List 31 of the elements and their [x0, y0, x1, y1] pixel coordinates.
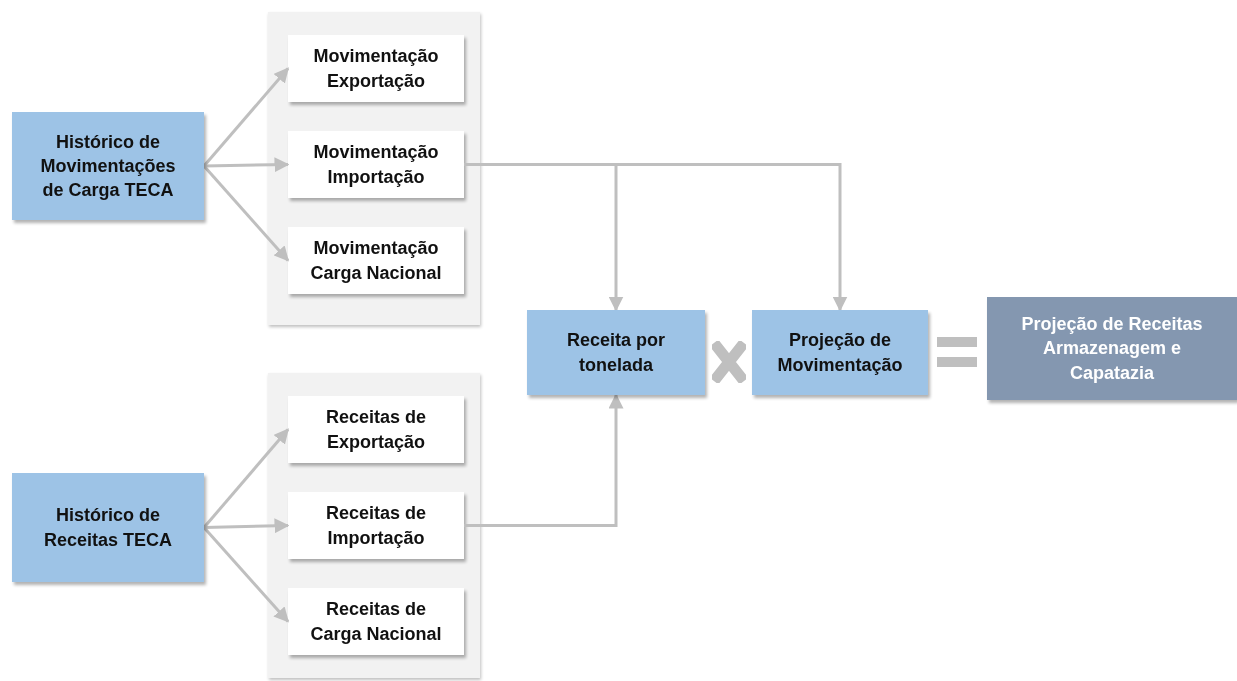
- node-label: Receita por tonelada: [565, 329, 666, 377]
- process-box: [12, 112, 204, 220]
- node-label: Movimentação Carga Nacional: [309, 237, 443, 285]
- node-label: Movimentação Exportação: [312, 45, 440, 93]
- panel-box: [268, 12, 480, 325]
- node-label: Projeção de Movimentação: [776, 329, 904, 377]
- node-label: Projeção de Receitas Armazenagem e Capatazia: [1020, 313, 1204, 385]
- node-label: Movimentação Importação: [312, 141, 440, 189]
- process-box: [752, 310, 928, 395]
- process-box: [288, 131, 464, 198]
- arrow: [203, 518, 290, 534]
- arrow: [202, 526, 290, 623]
- node-label: Histórico de Movimentações de Carga TECA: [39, 130, 177, 203]
- node-label: Receitas de Exportação: [324, 406, 428, 454]
- process-box: [288, 35, 464, 102]
- process-box: [288, 588, 464, 655]
- node-label: Histórico de Receitas TECA: [42, 504, 174, 552]
- arrow: [202, 165, 290, 262]
- process-box: [288, 227, 464, 294]
- arrow: [464, 393, 624, 527]
- arrow: [202, 67, 290, 167]
- result-box: [987, 297, 1237, 400]
- process-box: [288, 396, 464, 463]
- panel-box: [268, 373, 480, 678]
- process-box: [12, 473, 204, 582]
- node-label: Receitas de Importação: [324, 502, 428, 550]
- process-box: [288, 492, 464, 559]
- arrow: [202, 428, 290, 529]
- process-box: [527, 310, 705, 395]
- arrow: [203, 157, 290, 173]
- node-label: Receitas de Carga Nacional: [309, 598, 443, 646]
